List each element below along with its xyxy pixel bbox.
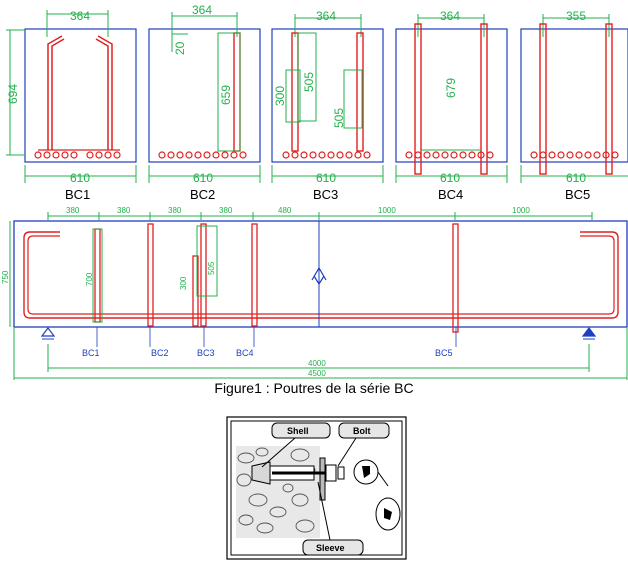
bc5-top-dim: 355 — [566, 9, 586, 23]
bc3-label: BC3 — [313, 187, 338, 202]
figure-caption: Figure1 : Poutres de la série BC — [214, 380, 414, 396]
beam-elevation: 380 380 380 380 480 1000 1000 750 700 30… — [1, 206, 628, 380]
bc4-label: BC4 — [438, 187, 463, 202]
marker-label: BC3 — [197, 348, 215, 358]
beam-height-dim: 750 — [1, 270, 10, 284]
stirrup-dim: 300 — [179, 276, 188, 290]
stirrup-dim: 505 — [207, 261, 216, 275]
shell-label: Shell — [287, 426, 309, 436]
bc1-width-dim: 610 — [70, 171, 90, 185]
bc1-top-dim: 364 — [70, 9, 90, 23]
marker-label: BC2 — [151, 348, 169, 358]
spacing-label: 380 — [168, 206, 182, 215]
marker-label: BC1 — [82, 348, 100, 358]
bc5-label: BC5 — [565, 187, 590, 202]
bc2-dim-a: 20 — [173, 41, 187, 55]
bc5-width-dim: 610 — [566, 171, 586, 185]
spacing-label: 380 — [66, 206, 80, 215]
spacing-label: 1000 — [378, 206, 396, 215]
section-bc5: 355 610 BC5 — [520, 9, 628, 202]
section-bc4: 364 679 610 BC4 — [395, 9, 508, 202]
bc3-dim-b: 505 — [302, 72, 316, 92]
bc3-width-dim: 610 — [316, 171, 336, 185]
spacing-label: 380 — [219, 206, 233, 215]
marker-label: BC4 — [236, 348, 254, 358]
bc1-height-dim: 694 — [6, 84, 20, 104]
bc2-top-dim: 364 — [192, 3, 212, 17]
stirrup-dim: 700 — [85, 272, 94, 286]
section-bc3: 364 300 505 505 610 BC3 — [271, 9, 384, 202]
bc4-dim-a: 679 — [444, 78, 458, 98]
bc4-width-dim: 610 — [440, 171, 460, 185]
section-bc2: 364 20 659 610 BC2 — [148, 3, 261, 202]
bc3-top-dim: 364 — [316, 9, 336, 23]
spacing-label: 380 — [117, 206, 131, 215]
bolt-label: Bolt — [353, 426, 371, 436]
spacing-label: 1000 — [512, 206, 530, 215]
total-length-dim: 4500 — [308, 369, 326, 378]
bc3-dim-a: 300 — [273, 86, 287, 106]
bc2-label: BC2 — [190, 187, 215, 202]
span-dim: 4000 — [308, 359, 326, 368]
bc1-label: BC1 — [65, 187, 90, 202]
sleeve-label: Sleeve — [316, 543, 345, 553]
spacing-label: 480 — [278, 206, 292, 215]
bc3-dim-c: 505 — [332, 108, 346, 128]
section-bc1: 364 694 610 BC1 — [6, 9, 137, 202]
anchor-detail-figure: Shell Bolt Sleeve — [226, 416, 407, 560]
marker-label: BC5 — [435, 348, 453, 358]
bc2-dim-b: 659 — [219, 85, 233, 105]
bc4-top-dim: 364 — [440, 9, 460, 23]
bc2-width-dim: 610 — [193, 171, 213, 185]
